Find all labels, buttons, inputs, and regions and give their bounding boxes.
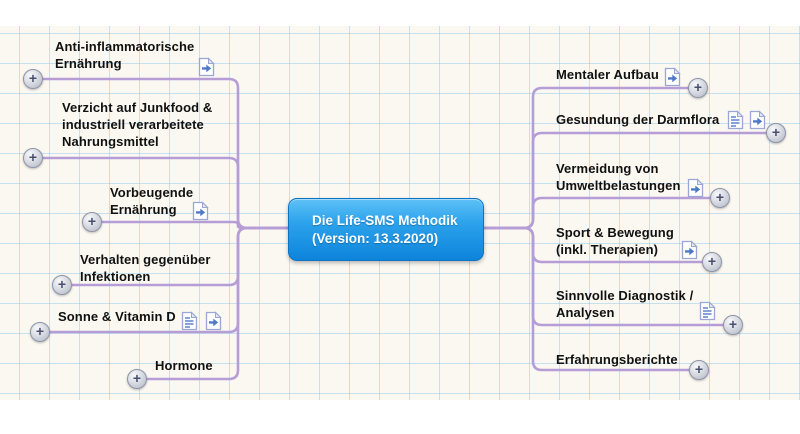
- expand-button[interactable]: +: [688, 78, 708, 98]
- branch-connector: [482, 86, 697, 230]
- note-icon[interactable]: [181, 311, 198, 331]
- expand-button[interactable]: +: [766, 123, 786, 143]
- branch-connector: [93, 220, 290, 230]
- expand-button[interactable]: +: [52, 275, 72, 295]
- expand-button[interactable]: +: [82, 212, 102, 232]
- branch-connector: [138, 226, 290, 381]
- expand-button[interactable]: +: [23, 69, 43, 89]
- branch-label-hormone[interactable]: Hormone: [155, 358, 213, 373]
- note-icon[interactable]: [699, 301, 716, 321]
- central-node[interactable]: Die Life-SMS Methodik (Version: 13.3.202…: [288, 198, 484, 261]
- link-icon[interactable]: [192, 201, 209, 221]
- expand-button[interactable]: +: [723, 315, 743, 335]
- branch-connector: [482, 226, 698, 372]
- expand-button[interactable]: +: [710, 188, 730, 208]
- link-icon[interactable]: [687, 178, 704, 198]
- link-icon[interactable]: [681, 240, 698, 260]
- branch-label-erfahrungsberichte[interactable]: Erfahrungsberichte: [556, 352, 678, 367]
- branch-label-gesundung-der-darmflora[interactable]: Gesundung der Darmflora: [556, 112, 720, 127]
- branch-label-vorbeugende-ernaehrung[interactable]: Vorbeugende Ernährung: [110, 185, 194, 217]
- expand-button[interactable]: +: [30, 322, 50, 342]
- link-icon[interactable]: [205, 311, 222, 331]
- expand-button[interactable]: +: [689, 360, 709, 380]
- branch-label-verhalten-gegenueber-infektionen[interactable]: Verhalten gegenüber Infektionen: [80, 252, 211, 284]
- note-icon[interactable]: [727, 110, 744, 130]
- link-icon[interactable]: [749, 110, 766, 130]
- branch-label-sinnvolle-diagnostik-analysen[interactable]: Sinnvolle Diagnostik / Analysen: [556, 288, 694, 320]
- branch-label-sonne-vitamin-d[interactable]: Sonne & Vitamin D: [58, 309, 176, 324]
- branch-label-sport-und-bewegung[interactable]: Sport & Bewegung (inkl. Therapien): [556, 225, 674, 257]
- branch-label-mentaler-aufbau[interactable]: Mentaler Aufbau: [556, 67, 659, 82]
- branch-label-verzicht-auf-junkfood[interactable]: Verzicht auf Junkfood & industriell vera…: [62, 100, 213, 149]
- expand-button[interactable]: +: [127, 369, 147, 389]
- link-icon[interactable]: [198, 57, 215, 77]
- link-icon[interactable]: [664, 67, 681, 87]
- branch-label-anti-inflammatorische-ernaehrung[interactable]: Anti-inflammatorische Ernährung: [55, 39, 195, 71]
- branch-label-vermeidung-von-umweltbelastungen[interactable]: Vermeidung von Umweltbelastungen: [556, 161, 681, 193]
- expand-button[interactable]: +: [23, 148, 43, 168]
- expand-button[interactable]: +: [702, 252, 722, 272]
